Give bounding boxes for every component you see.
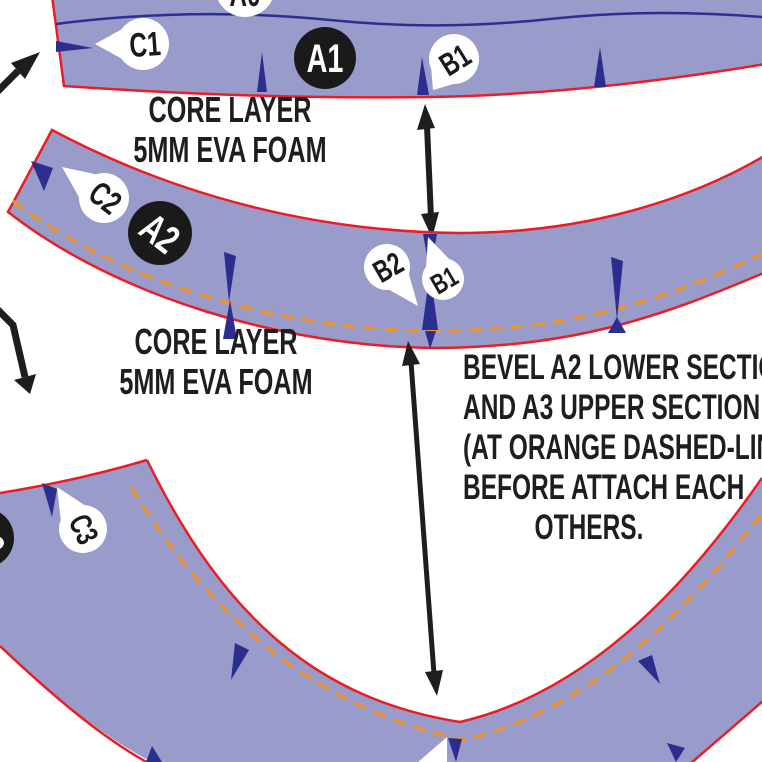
notch-mark — [31, 161, 53, 191]
spacing-arrow-vertical — [417, 104, 439, 238]
note-line: CORE LAYER — [148, 89, 312, 130]
core-layer-note-top: CORE LAYER 5MM EVA FOAM — [125, 92, 335, 172]
label-balloon-c3: C3 — [57, 487, 107, 553]
note-line: 5MM EVA FOAM — [119, 361, 313, 402]
notch-mark — [608, 317, 626, 333]
foam-piece-a3 — [0, 460, 762, 762]
cut-edge-a3-outer-right — [690, 700, 762, 762]
label-badge-a3: A3 — [0, 512, 14, 566]
notch-mark — [224, 252, 236, 302]
direction-arrow-top-left — [0, 52, 40, 94]
label-text-a0: A0 — [229, 0, 260, 14]
label-balloon-c1: C1 — [95, 18, 169, 70]
note-line: OTHERS. — [534, 508, 644, 547]
note-line: (AT ORANGE DASHED-LINE) — [463, 428, 762, 467]
note-line: BEFORE ATTACH EACH — [463, 468, 745, 507]
notch-mark — [667, 743, 685, 762]
notch-mark — [257, 52, 267, 92]
notch-mark — [594, 47, 606, 87]
label-badge-a2: A2 — [128, 201, 192, 265]
notch-mark — [223, 300, 237, 339]
bevel-instruction-note: BEVEL A2 LOWER SECTION AND A3 UPPER SECT… — [463, 348, 762, 550]
notch-mark — [42, 483, 57, 517]
foam-piece-a1 — [51, 0, 762, 99]
bevel-span-arrow — [402, 341, 443, 696]
notch-mark — [448, 738, 462, 762]
notch-mark — [638, 655, 660, 684]
notch-mark — [425, 331, 436, 349]
label-text-a1: A1 — [307, 36, 344, 81]
bevel-line-a3 — [129, 486, 762, 742]
notch-mark — [417, 57, 429, 95]
label-balloon-b2: B2 — [364, 244, 418, 306]
notch-mark — [231, 643, 249, 680]
cut-edge-a3-outer-left — [0, 645, 150, 762]
notch-mark — [56, 41, 93, 52]
label-balloon-b1-band1: B1 — [429, 34, 479, 90]
registration-line — [55, 11, 762, 27]
elbow-arrow-left — [0, 307, 36, 394]
note-line: CORE LAYER — [134, 321, 298, 362]
label-text-c1: C1 — [128, 25, 162, 65]
notch-mark — [611, 257, 623, 320]
notch-mark — [422, 270, 438, 330]
label-balloon-c2: C2 — [62, 167, 129, 223]
core-layer-note-mid: CORE LAYER 5MM EVA FOAM — [111, 324, 321, 404]
notch-mark — [146, 746, 162, 762]
bevel-line-a2 — [12, 199, 762, 333]
label-balloon-b3-partial — [418, 737, 447, 762]
cut-edge-a3-top — [0, 458, 148, 495]
label-balloon-a0: A0 — [217, 0, 273, 17]
cut-edge-a3-inner — [145, 459, 762, 724]
label-badge-a1: A1 — [294, 27, 356, 89]
note-line: BEVEL A2 LOWER SECTION — [463, 348, 762, 387]
note-line: 5MM EVA FOAM — [133, 129, 327, 170]
foam-piece-a2 — [6, 128, 762, 350]
note-line: AND A3 UPPER SECTION — [463, 388, 761, 427]
